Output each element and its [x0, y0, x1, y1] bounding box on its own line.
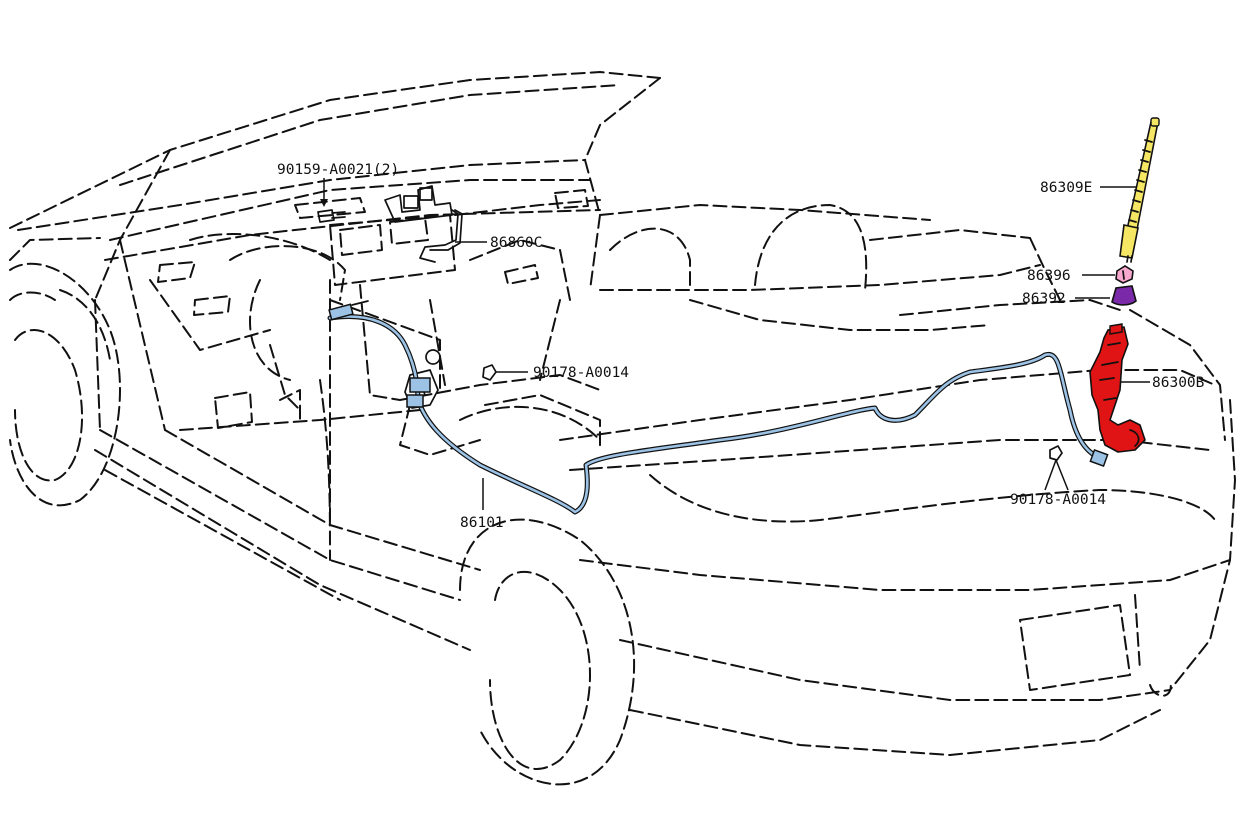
leader-lines: [320, 178, 1150, 510]
nut-part: [1115, 265, 1134, 284]
label-pad: 86392: [1022, 291, 1066, 307]
label-antenna-assembly: 86300B: [1152, 375, 1205, 391]
label-cable: 86101: [460, 515, 504, 531]
pad-part: [1111, 285, 1137, 306]
label-nut: 86396: [1027, 268, 1071, 284]
label-antenna-rod: 86309E: [1040, 180, 1092, 196]
antenna-cable: [327, 300, 1109, 515]
clamp-rear-part: [1049, 445, 1063, 461]
screw-part: [317, 209, 346, 223]
label-clamp-rear: 90178-A0014: [1010, 492, 1106, 508]
antenna-rod: [1119, 117, 1160, 263]
antenna-assembly: [1089, 323, 1146, 453]
car-body-outline: [9, 71, 1236, 786]
radio-bracket: [384, 185, 463, 263]
clamp-front-part: [482, 364, 497, 381]
label-screw: 90159-A0021(2): [277, 162, 399, 178]
label-bracket: 86860C: [490, 235, 542, 251]
label-clamp-front: 90178-A0014: [533, 365, 629, 381]
